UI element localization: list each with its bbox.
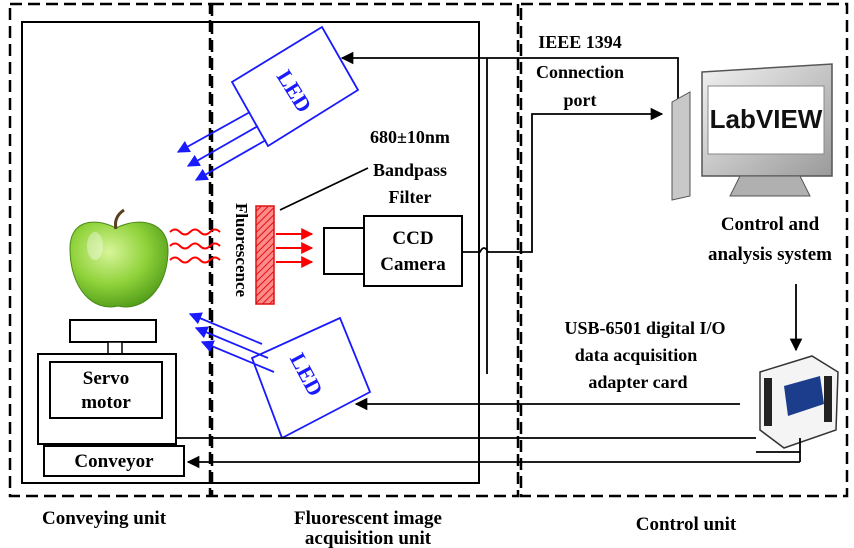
filter-label-line3: Filter: [389, 187, 432, 207]
camera-label-line2: Camera: [380, 254, 446, 275]
conveyor-label: Conveyor: [74, 451, 154, 472]
control-unit-label: Control unit: [636, 514, 737, 535]
filter-leader-line: [279, 167, 369, 211]
led-control-line: [484, 57, 679, 108]
fluorescence-wave: [169, 242, 221, 250]
servo-motor: [49, 361, 163, 419]
fluorescent-unit-box: [210, 2, 520, 498]
ieee-label-line1: IEEE 1394: [538, 32, 622, 52]
led-top: LED: [230, 25, 360, 148]
control-unit-box: [519, 2, 849, 498]
fluorescence-wave: [169, 256, 221, 264]
led-top-ray: [176, 111, 251, 153]
control-label-line1: Control and: [721, 214, 820, 235]
filter-label-line1: 680±10nm: [370, 127, 450, 147]
ieee-label-line3: port: [564, 90, 597, 110]
servo-label-line2: motor: [81, 392, 131, 413]
labview-logo-text: LabVIEW: [710, 104, 823, 134]
computer: LabVIEW: [671, 63, 833, 201]
ccd-camera: CCD Camera: [323, 215, 463, 287]
servo-label-line1: Servo: [83, 368, 129, 389]
led-top-ray: [194, 139, 267, 181]
ieee1394-link: [462, 107, 664, 253]
fluorescent-unit-label-line1: Fluorescent image: [294, 508, 442, 529]
usb-label-line2: data acquisition: [575, 345, 698, 365]
ieee-label-line2: Connection: [536, 62, 624, 82]
platform-shaft: [107, 341, 123, 355]
usb-label-line1: USB-6501 digital I/O: [564, 318, 725, 338]
filter-label-line2: Bandpass: [373, 160, 447, 180]
apple-sample: [69, 208, 169, 308]
bandpass-filter: [255, 205, 275, 305]
usb-daq-card: [759, 355, 839, 449]
conveying-unit-label: Conveying unit: [42, 508, 167, 529]
led-bottom-ray: [194, 326, 269, 359]
control-label-line2: analysis system: [708, 244, 832, 265]
fluorescent-unit-label-line2: acquisition unit: [305, 528, 432, 548]
led-bottom-ray: [200, 340, 275, 373]
usb-label-line3: adapter card: [588, 372, 687, 392]
led-top-ray: [186, 125, 259, 167]
conveyor: [43, 445, 185, 477]
apple-platform: [69, 319, 157, 343]
led-bottom-ray: [188, 312, 263, 345]
camera-label-line1: CCD: [392, 228, 433, 249]
fluorescence-label: Fluorescence: [232, 203, 251, 298]
led-bottom: LED: [250, 316, 372, 440]
fluorescence-wave: [169, 228, 221, 236]
conveying-unit-box: [8, 2, 212, 498]
